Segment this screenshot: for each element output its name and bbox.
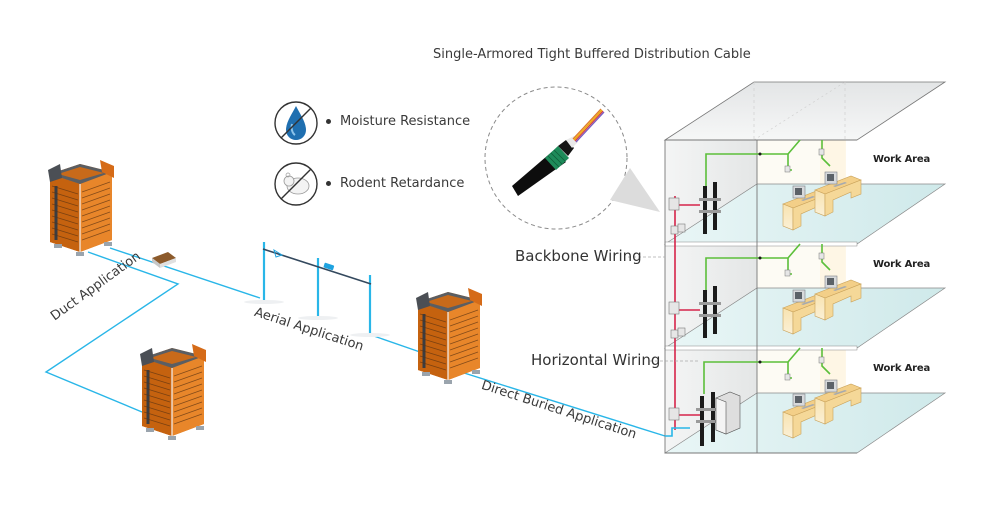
- cable-title: Single-Armored Tight Buffered Distributi…: [433, 47, 751, 62]
- work-area-label: Work Area: [873, 154, 931, 165]
- bullet-icon: [326, 181, 331, 186]
- work-area-label: Work Area: [873, 363, 931, 374]
- horizontal-wiring-label: Horizontal Wiring: [531, 351, 661, 369]
- outdoor-cable-routes: [44, 247, 666, 437]
- building-icon: [138, 342, 208, 442]
- splice-closure-icon: [152, 252, 176, 268]
- backbone-wiring-label: Backbone Wiring: [515, 247, 642, 265]
- duct-cable: [44, 251, 180, 413]
- feature-label: Moisture Resistance: [340, 114, 471, 129]
- bullet-icon: [326, 119, 331, 124]
- building-icon: [46, 158, 116, 258]
- no-rodent-icon: [274, 162, 318, 206]
- work-area-label: Work Area: [873, 259, 931, 270]
- building-cutaway: [628, 81, 947, 454]
- feature-rodent: Rodent Retardance: [320, 176, 464, 191]
- no-moisture-icon: [274, 101, 318, 145]
- building-icon: [414, 286, 484, 386]
- aerial-poles: [244, 242, 390, 337]
- cable-detail: [484, 86, 660, 230]
- feature-moisture: Moisture Resistance: [320, 114, 470, 129]
- feature-label: Rodent Retardance: [340, 176, 465, 191]
